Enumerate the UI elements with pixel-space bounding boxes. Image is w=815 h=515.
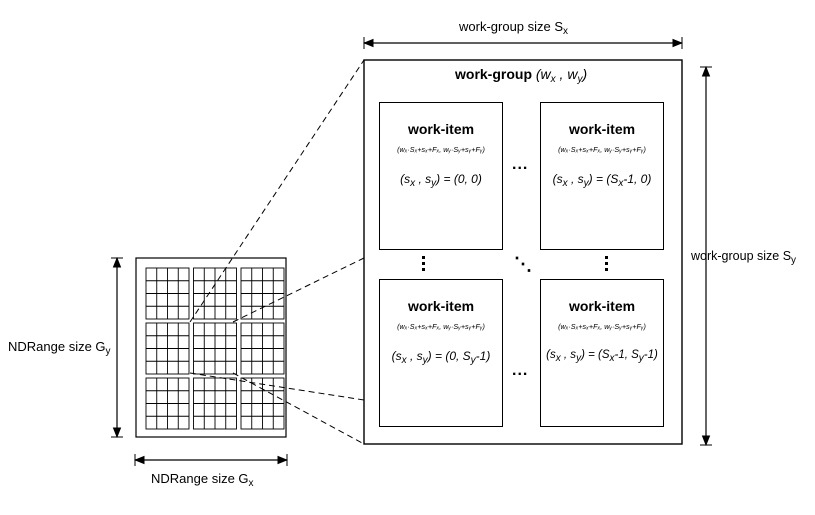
work-item-title: work-item (407, 121, 475, 137)
work-item-coordinate: (sx , sy) = (Sx-1, Sy-1) (546, 349, 658, 364)
work-item-coordinate: (sx , sy) = (0, Sy-1) (391, 349, 491, 366)
work-item-card: work-item (wₓ·Sₓ+sₓ+Fₓ, wᵧ·Sᵧ+sᵧ+Fᵧ) (sx… (540, 279, 664, 427)
work-item-card: work-item (wₓ·Sₓ+sₓ+Fₓ, wᵧ·Sᵧ+sᵧ+Fᵧ) (sx… (540, 102, 664, 250)
ndrange-size-x-label: NDRange size Gx (151, 471, 254, 489)
vertical-ellipsis (604, 256, 610, 274)
work-group-title: work-group (wx , wy) (455, 66, 588, 85)
work-item-title: work-item (407, 298, 475, 314)
work-item-formula: (wₓ·Sₓ+sₓ+Fₓ, wᵧ·Sᵧ+sᵧ+Fᵧ) (397, 145, 485, 154)
work-group-size-x-label: work-group size Sx (459, 19, 569, 37)
ndrange-size-y-label: NDRange size Gy (8, 339, 111, 357)
work-item-coordinate: (sx , sy) = (Sx-1, 0) (552, 172, 652, 189)
work-item-formula: (wₓ·Sₓ+sₓ+Fₓ, wᵧ·Sᵧ+sᵧ+Fᵧ) (397, 322, 485, 331)
ndrange-grid (145, 267, 285, 430)
diagonal-ellipsis: ⋱ (514, 254, 533, 274)
work-item-title: work-item (568, 121, 636, 137)
ndrange-box (135, 257, 287, 438)
work-item-title: work-item (568, 298, 636, 314)
projection-line (189, 372, 365, 401)
work-item-coordinate: (sx , sy) = (0, 0) (400, 172, 482, 189)
work-group-size-y-label: work-group size Sy (691, 249, 797, 266)
work-item-formula: (wₓ·Sₓ+sₓ+Fₓ, wᵧ·Sᵧ+sᵧ+Fᵧ) (558, 322, 646, 331)
work-item-formula: (wₓ·Sₓ+sₓ+Fₓ, wᵧ·Sᵧ+sᵧ+Fᵧ) (558, 145, 646, 154)
projection-line (232, 372, 365, 445)
work-item-card: work-item (wₓ·Sₓ+sₓ+Fₓ, wᵧ·Sᵧ+sᵧ+Fᵧ) (sx… (379, 279, 503, 427)
work-item-card: work-item (wₓ·Sₓ+sₓ+Fₓ, wᵧ·Sᵧ+sᵧ+Fᵧ) (sx… (379, 102, 503, 250)
projection-line (232, 257, 365, 323)
horizontal-ellipsis: ... (512, 362, 529, 379)
horizontal-ellipsis: ... (512, 156, 529, 173)
vertical-ellipsis (421, 256, 427, 274)
projection-line (189, 59, 365, 323)
